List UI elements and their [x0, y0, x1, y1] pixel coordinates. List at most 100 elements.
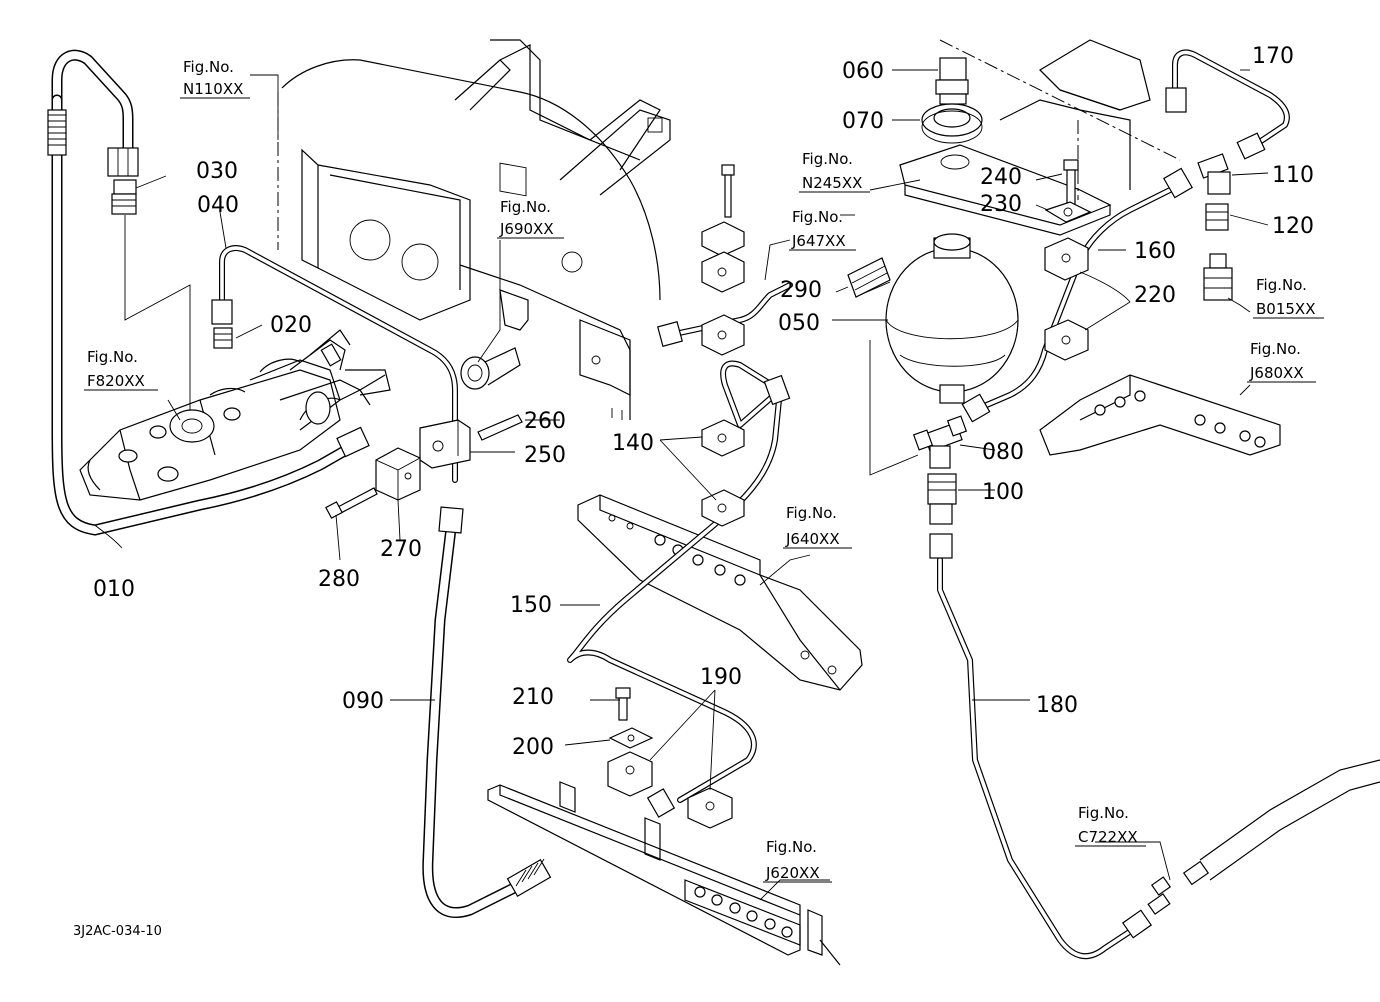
pad-290: [847, 257, 891, 298]
pipe-c722: [1147, 759, 1380, 915]
svg-text:J640XX: J640XX: [785, 530, 840, 548]
clamp-250: [419, 419, 471, 469]
hose-010: [47, 49, 370, 536]
label-220: 220: [1134, 283, 1176, 308]
label-050: 050: [778, 311, 820, 336]
figref-j647: Fig.No. J647XX: [789, 208, 856, 251]
fitting-060: [935, 57, 969, 105]
svg-text:Fig.No.: Fig.No.: [183, 58, 234, 76]
label-170: 170: [1252, 44, 1294, 69]
plate-n245: [899, 39, 1181, 236]
label-010: 010: [93, 577, 135, 602]
label-260: 260: [524, 409, 566, 434]
figref-c722: Fig.No. C722XX: [1075, 804, 1146, 847]
svg-text:N110XX: N110XX: [183, 80, 243, 98]
figref-b015: Fig.No. B015XX: [1253, 276, 1324, 319]
leader-lines: [94, 69, 1269, 901]
pipe-170: [1165, 49, 1290, 160]
fitting-030: [107, 147, 139, 215]
label-110: 110: [1272, 163, 1314, 188]
tee-080: [912, 415, 968, 469]
figref-j690: Fig.No. J690XX: [497, 198, 564, 239]
bracket-j620: [487, 781, 841, 966]
label-190: 190: [700, 665, 742, 690]
figref-n245: Fig.No. N245XX: [799, 150, 870, 193]
fitting-100: [927, 473, 957, 525]
svg-text:Fig.No.: Fig.No.: [1256, 276, 1307, 294]
svg-text:Fig.No.: Fig.No.: [1250, 340, 1301, 358]
tractor-frame-outline: [277, 39, 671, 420]
label-210: 210: [512, 685, 554, 710]
svg-text:J620XX: J620XX: [765, 864, 820, 882]
pin-260: [477, 414, 523, 441]
label-280: 280: [318, 567, 360, 592]
clamp-190: [607, 751, 733, 829]
union-j690: [460, 347, 521, 390]
label-240: 240: [980, 165, 1022, 190]
svg-text:J690XX: J690XX: [499, 220, 554, 238]
label-090: 090: [342, 689, 384, 714]
accumulator-050: [885, 233, 1019, 404]
svg-text:Fig.No.: Fig.No.: [786, 504, 837, 522]
washer-230: [1044, 201, 1092, 223]
svg-text:J647XX: J647XX: [791, 232, 846, 250]
fitting-120: [1205, 203, 1229, 231]
bolt-210: [615, 687, 631, 721]
figref-n110: Fig.No. N110XX: [180, 58, 250, 99]
svg-text:Fig.No.: Fig.No.: [1078, 804, 1129, 822]
svg-text:F820XX: F820XX: [87, 372, 145, 390]
label-180: 180: [1036, 693, 1078, 718]
svg-text:Fig.No.: Fig.No.: [500, 198, 551, 216]
label-140: 140: [612, 431, 654, 456]
label-030: 030: [196, 159, 238, 184]
label-290: 290: [780, 278, 822, 303]
figref-j620: Fig.No. J620XX: [763, 838, 832, 883]
drawing-code: 3J2AC-034-10: [73, 924, 162, 939]
clamp-140: [701, 419, 745, 527]
fitting-110: [1197, 153, 1231, 195]
label-270: 270: [380, 537, 422, 562]
clamp-j647: [701, 164, 745, 356]
svg-text:Fig.No.: Fig.No.: [766, 838, 817, 856]
bracket-j640: [577, 494, 863, 691]
fitting-020: [211, 299, 233, 349]
label-200: 200: [512, 735, 554, 760]
label-120: 120: [1272, 214, 1314, 239]
figref-j680: Fig.No. J680XX: [1247, 340, 1316, 383]
svg-text:C722XX: C722XX: [1078, 828, 1138, 846]
svg-text:B015XX: B015XX: [1256, 300, 1315, 318]
sensor-b015: [1203, 253, 1233, 301]
bolt-280: [325, 487, 378, 519]
svg-text:Fig.No.: Fig.No.: [87, 348, 138, 366]
nut-070: [921, 103, 983, 144]
part-number-labels: 010 020 030 040 050 060 070 080 090 100 …: [93, 44, 1314, 760]
svg-text:Fig.No.: Fig.No.: [802, 150, 853, 168]
hose-090: [422, 506, 552, 918]
label-250: 250: [524, 443, 566, 468]
clamp-220: [1044, 237, 1089, 361]
washer-200: [608, 727, 654, 749]
label-020: 020: [270, 313, 312, 338]
pipe-040: [219, 245, 458, 483]
svg-text:J680XX: J680XX: [1249, 364, 1304, 382]
bracket-270: [375, 447, 421, 501]
figure-references: Fig.No. N110XX Fig.No. F820XX Fig.No. J6…: [84, 58, 1324, 883]
svg-text:N245XX: N245XX: [802, 174, 862, 192]
label-160: 160: [1134, 239, 1176, 264]
figref-f820: Fig.No. F820XX: [84, 348, 158, 391]
label-040: 040: [197, 193, 239, 218]
label-070: 070: [842, 109, 884, 134]
pipe-j647: [657, 282, 793, 347]
label-100: 100: [982, 480, 1024, 505]
bolt-240: [1063, 159, 1079, 209]
pipe-180: [929, 533, 1153, 960]
figref-j640: Fig.No. J640XX: [783, 504, 852, 549]
label-150: 150: [510, 593, 552, 618]
svg-text:Fig.No.: Fig.No.: [792, 208, 843, 226]
label-060: 060: [842, 59, 884, 84]
label-080: 080: [982, 440, 1024, 465]
pipe-150: [567, 360, 791, 818]
label-230: 230: [980, 192, 1022, 217]
valve-block-f820: [79, 329, 391, 501]
